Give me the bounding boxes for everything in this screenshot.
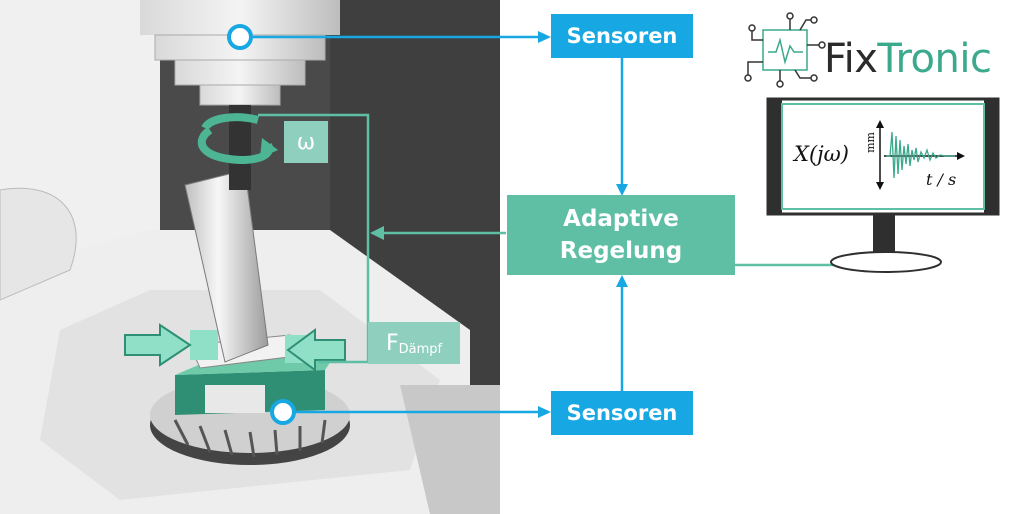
- milling-tool: [229, 105, 251, 190]
- sensor-label-top: Sensoren: [566, 24, 678, 48]
- sensor-top-to-control-arrowhead: [616, 184, 628, 196]
- rotation-arrow-back: [201, 113, 260, 131]
- control-loop-line: [258, 113, 370, 364]
- sensor-bottom-arrowhead: [538, 406, 551, 418]
- omega-tag: ω: [284, 121, 328, 163]
- monitor-base: [830, 251, 942, 273]
- machine-right-block: [400, 385, 500, 514]
- fixtronic-logo: FixTronic: [824, 36, 992, 82]
- monitor-y-unit: mm: [864, 132, 877, 153]
- sensor-top-arrowhead: [538, 31, 551, 43]
- plot-y-arrow-down: [876, 182, 884, 190]
- force-label-subscript: Dämpf: [398, 341, 443, 357]
- monitor-stand: [873, 214, 895, 256]
- sensor-point-table: [270, 399, 296, 425]
- adaptive-label-line1: Adaptive: [563, 206, 679, 232]
- sensor-box-bottom: Sensoren: [551, 391, 693, 435]
- sensor-box-top: Sensoren: [551, 14, 693, 58]
- force-arrow-left: [124, 323, 192, 367]
- logo-circuit-dots: [744, 12, 826, 88]
- plot-x-arrow: [957, 152, 965, 160]
- monitor-formula: X(jω): [794, 142, 849, 166]
- machine-left-curve: [0, 187, 77, 301]
- plot-y-arrow-up: [876, 120, 884, 128]
- plot-signal: [886, 131, 955, 179]
- rotary-table-slots: [173, 419, 327, 458]
- sensor-bottom-to-control-arrowhead: [616, 275, 628, 287]
- sensor-point-spindle: [227, 24, 253, 50]
- control-output-arrowhead: [370, 226, 384, 240]
- logo-text-fix: Fix: [824, 36, 878, 82]
- turbine-blade: [184, 169, 269, 363]
- omega-label: ω: [296, 129, 316, 155]
- monitor-x-unit: t / s: [926, 170, 957, 189]
- fixture-center-block: [205, 385, 265, 413]
- adaptive-label-line2: Regelung: [559, 238, 683, 264]
- sensor-label-bottom: Sensoren: [566, 401, 678, 425]
- damper-left: [190, 330, 218, 360]
- adaptive-control-box: Adaptive Regelung: [507, 195, 735, 275]
- spindle-ring-2: [174, 59, 306, 86]
- force-label: F: [385, 330, 399, 356]
- logo-circuit-icon: [747, 18, 820, 82]
- rotation-arrowhead: [260, 138, 278, 158]
- force-arrow-right: [286, 328, 346, 372]
- monitor-bezel-right: [984, 99, 998, 214]
- monitor-screen: [781, 103, 985, 210]
- logo-text-tronic: Tronic: [877, 36, 992, 82]
- spindle-ring-3: [199, 84, 281, 106]
- monitor-bezel-left: [768, 99, 782, 214]
